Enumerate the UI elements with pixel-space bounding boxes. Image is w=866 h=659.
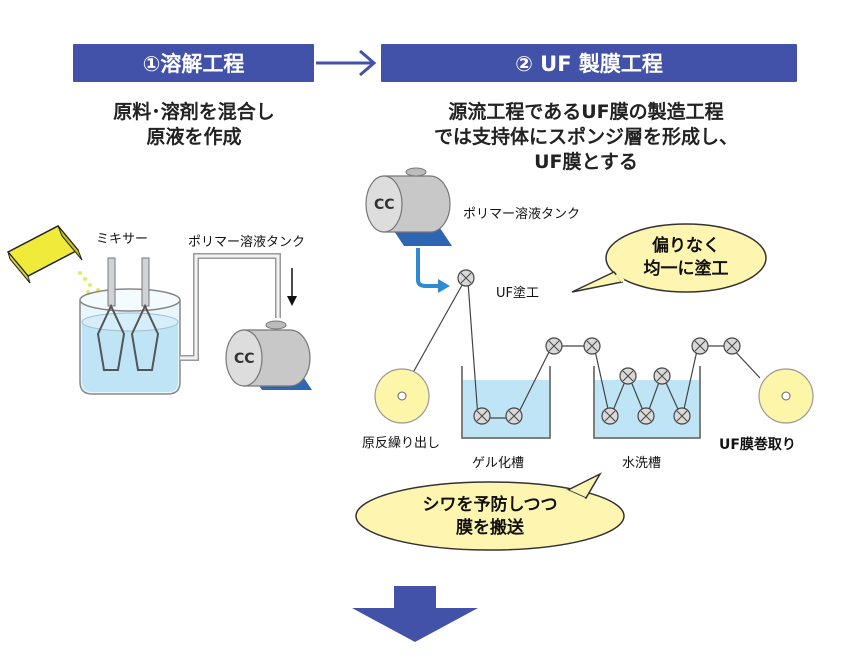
polymer-tank-left-label: ポリマー溶液タンク — [188, 235, 306, 250]
callout-even-coating — [571, 223, 767, 293]
step1-header: ①溶解工程 — [73, 44, 314, 82]
uf-winding-label: UF膜巻取り — [719, 437, 796, 453]
step1-desc-line: 原料･溶剤を混合し — [113, 101, 275, 123]
raw-unwind-roll — [374, 368, 430, 424]
transport-line: 膜を搬送 — [456, 518, 524, 538]
step2-description: 源流工程であるUF膜の製造工程 では支持体にスポンジ層を形成し、 UF膜とする — [396, 100, 776, 175]
step2-title: ② UF 製膜工程 — [515, 52, 663, 76]
mixer-label: ミキサー — [96, 232, 149, 247]
feed-arrow-icon — [416, 248, 450, 293]
step1-desc-line: 原液を作成 — [146, 126, 242, 148]
mixer-icon — [96, 257, 160, 371]
step2-desc-line: では支持体にスポンジ層を形成し、 — [433, 126, 738, 148]
wash-tank — [593, 366, 701, 439]
svg-text:CC: CC — [234, 351, 255, 367]
even-coating-text: 偏りなく 均一に塗工 — [614, 235, 758, 281]
transport-line: シワを予防しつつ — [422, 495, 558, 515]
wash-tank-label: 水洗槽 — [622, 456, 662, 471]
callout-transport — [355, 472, 625, 551]
down-arrow-icon — [287, 268, 297, 306]
polymer-tank-right: CC — [365, 167, 452, 246]
material-hopper-icon — [6, 225, 100, 298]
step1-description: 原料･溶剤を混合し 原液を作成 — [78, 100, 310, 150]
polymer-tank-left: CC — [225, 320, 312, 390]
step2-desc-line: UF膜とする — [534, 151, 638, 173]
even-coating-line: 均一に塗工 — [643, 259, 729, 279]
svg-text:CC: CC — [374, 197, 395, 213]
step-connector-arrow — [316, 49, 377, 77]
winding-roll — [758, 368, 814, 424]
even-coating-line: 偏りなく — [652, 236, 720, 256]
step1-title: ①溶解工程 — [142, 52, 245, 76]
gel-tank-label: ゲル化槽 — [472, 456, 525, 471]
step2-desc-line: 源流工程であるUF膜の製造工程 — [448, 101, 724, 123]
raw-unwind-label: 原反繰り出し — [362, 436, 441, 451]
step2-header: ② UF 製膜工程 — [381, 44, 797, 82]
next-step-arrow-icon — [352, 586, 478, 642]
polymer-tank-right-label: ポリマー溶液タンク — [463, 207, 581, 222]
uf-coating-label: UF塗工 — [496, 286, 539, 301]
transport-text: シワを予防しつつ 膜を搬送 — [384, 494, 596, 540]
mixing-vessel — [79, 288, 181, 395]
